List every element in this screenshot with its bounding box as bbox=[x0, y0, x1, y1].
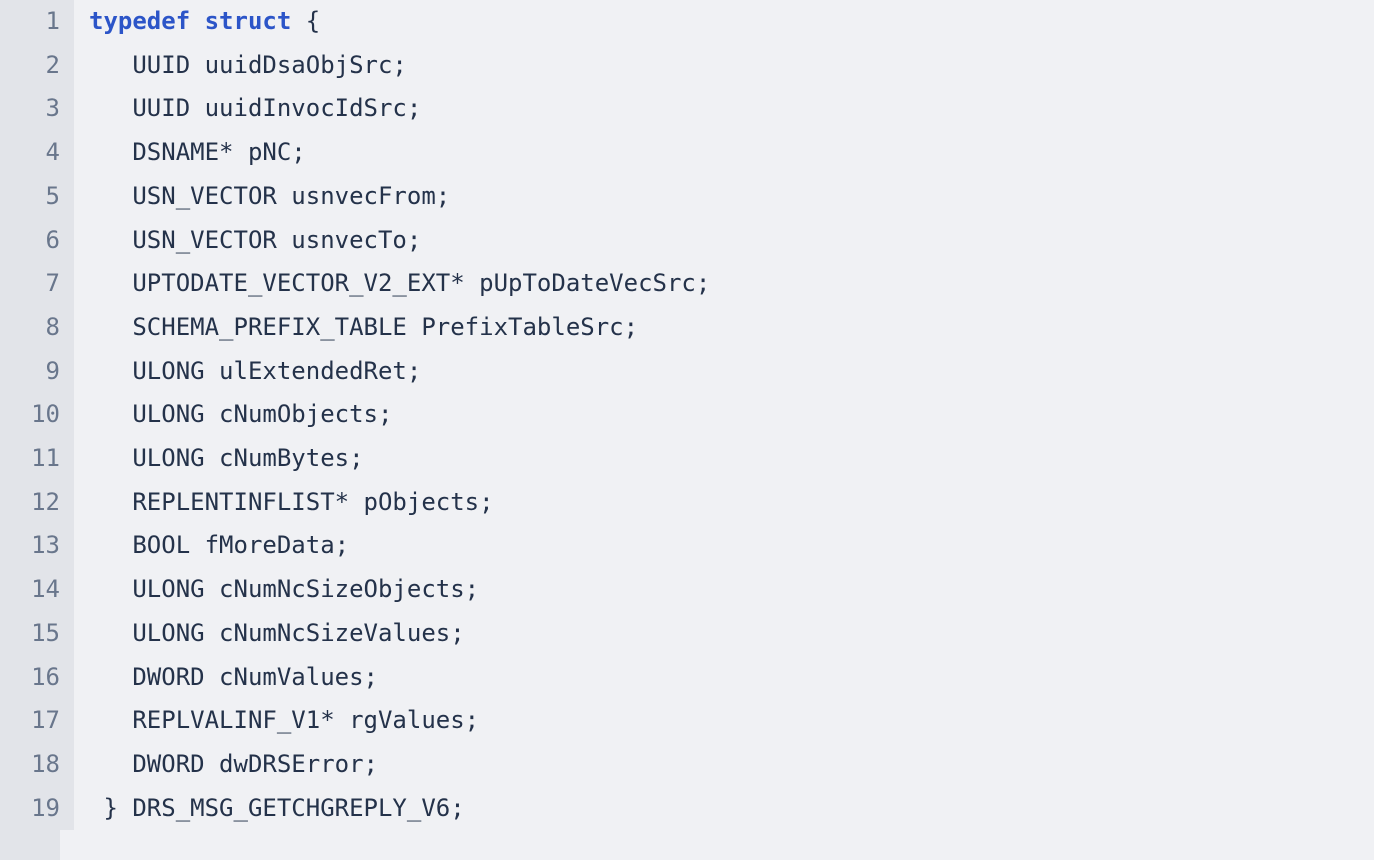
code-line: 9 ULONG ulExtendedRet; bbox=[0, 349, 1374, 394]
code-line: 10 ULONG cNumObjects; bbox=[0, 393, 1374, 438]
code-line: 2 UUID uuidDsaObjSrc; bbox=[0, 43, 1374, 88]
code-line-content[interactable]: USN_VECTOR usnvecTo; bbox=[74, 218, 1374, 263]
code-line-content[interactable]: UUID uuidDsaObjSrc; bbox=[74, 43, 1374, 88]
code-line: 15 ULONG cNumNcSizeValues; bbox=[0, 611, 1374, 656]
code-line-content[interactable]: SCHEMA_PREFIX_TABLE PrefixTableSrc; bbox=[74, 305, 1374, 350]
code-line: 5 USN_VECTOR usnvecFrom; bbox=[0, 174, 1374, 219]
code-text: USN_VECTOR usnvecFrom; bbox=[89, 181, 451, 210]
code-line: 13 BOOL fMoreData; bbox=[0, 524, 1374, 569]
code-line-content[interactable]: ULONG cNumBytes; bbox=[74, 437, 1374, 481]
code-text: BOOL fMoreData; bbox=[89, 531, 350, 560]
code-line-content[interactable]: ULONG ulExtendedRet; bbox=[74, 349, 1374, 394]
code-line: 8 SCHEMA_PREFIX_TABLE PrefixTableSrc; bbox=[0, 305, 1374, 350]
line-number: 15 bbox=[0, 611, 74, 656]
line-number: 5 bbox=[0, 174, 74, 219]
line-number: 11 bbox=[0, 437, 74, 481]
line-number: 13 bbox=[0, 524, 74, 569]
line-number: 19 bbox=[0, 786, 74, 831]
line-number: 6 bbox=[0, 218, 74, 263]
code-text: } DRS_MSG_GETCHGREPLY_V6; bbox=[89, 793, 465, 822]
code-line: 14 ULONG cNumNcSizeObjects; bbox=[0, 568, 1374, 612]
line-number: 8 bbox=[0, 305, 74, 350]
code-line: 18 DWORD dwDRSError; bbox=[0, 742, 1374, 787]
code-line: 11 ULONG cNumBytes; bbox=[0, 437, 1374, 481]
line-number: 18 bbox=[0, 742, 74, 787]
line-number: 3 bbox=[0, 87, 74, 132]
line-number: 17 bbox=[0, 699, 74, 743]
code-line: 19 } DRS_MSG_GETCHGREPLY_V6; bbox=[0, 786, 1374, 831]
code-text: UUID uuidDsaObjSrc; bbox=[89, 50, 407, 79]
code-line-content[interactable]: ULONG cNumNcSizeObjects; bbox=[74, 568, 1374, 612]
code-line-content[interactable]: USN_VECTOR usnvecFrom; bbox=[74, 174, 1374, 219]
line-number: 10 bbox=[0, 393, 74, 438]
code-line-content[interactable]: UUID uuidInvocIdSrc; bbox=[74, 87, 1374, 132]
code-line: 17 REPLVALINF_V1* rgValues; bbox=[0, 699, 1374, 743]
code-text: ULONG cNumObjects; bbox=[89, 400, 393, 429]
code-text: ULONG cNumBytes; bbox=[89, 444, 364, 473]
line-number: 16 bbox=[0, 655, 74, 700]
line-number: 9 bbox=[0, 349, 74, 394]
line-number: 1 bbox=[0, 0, 74, 44]
code-line: 7 UPTODATE_VECTOR_V2_EXT* pUpToDateVecSr… bbox=[0, 262, 1374, 306]
code-text: UPTODATE_VECTOR_V2_EXT* pUpToDateVecSrc; bbox=[89, 269, 711, 298]
code-text: REPLVALINF_V1* rgValues; bbox=[89, 706, 480, 735]
code-line-content[interactable]: ULONG cNumObjects; bbox=[74, 393, 1374, 438]
code-text: USN_VECTOR usnvecTo; bbox=[89, 225, 422, 254]
line-number: 2 bbox=[0, 43, 74, 88]
code-text: ULONG cNumNcSizeValues; bbox=[89, 618, 465, 647]
code-line-content[interactable]: typedef struct { bbox=[74, 0, 1374, 44]
code-line-content[interactable]: ULONG cNumNcSizeValues; bbox=[74, 611, 1374, 656]
code-line-content[interactable]: BOOL fMoreData; bbox=[74, 524, 1374, 569]
code-text: SCHEMA_PREFIX_TABLE PrefixTableSrc; bbox=[89, 312, 639, 341]
line-number: 12 bbox=[0, 480, 74, 525]
code-line-content[interactable]: DWORD dwDRSError; bbox=[74, 742, 1374, 787]
line-number: 7 bbox=[0, 262, 74, 306]
code-text: ULONG cNumNcSizeObjects; bbox=[89, 575, 480, 604]
code-line: 16 DWORD cNumValues; bbox=[0, 655, 1374, 700]
code-line: 6 USN_VECTOR usnvecTo; bbox=[0, 218, 1374, 263]
code-line: 3 UUID uuidInvocIdSrc; bbox=[0, 87, 1374, 132]
code-text: ULONG ulExtendedRet; bbox=[89, 356, 422, 385]
code-text: DWORD cNumValues; bbox=[89, 662, 378, 691]
code-keyword: typedef struct bbox=[89, 7, 292, 35]
line-number: 14 bbox=[0, 568, 74, 612]
code-line-content[interactable]: UPTODATE_VECTOR_V2_EXT* pUpToDateVecSrc; bbox=[74, 262, 1374, 306]
code-text: UUID uuidInvocIdSrc; bbox=[89, 94, 422, 123]
line-number: 4 bbox=[0, 131, 74, 175]
code-line-content[interactable]: REPLVALINF_V1* rgValues; bbox=[74, 699, 1374, 743]
code-line: 12 REPLENTINFLIST* pObjects; bbox=[0, 480, 1374, 525]
code-line-content[interactable]: DSNAME* pNC; bbox=[74, 131, 1374, 175]
code-line-content[interactable]: REPLENTINFLIST* pObjects; bbox=[74, 480, 1374, 525]
code-line: 4 DSNAME* pNC; bbox=[0, 131, 1374, 175]
code-text: DSNAME* pNC; bbox=[89, 138, 306, 167]
code-text: REPLENTINFLIST* pObjects; bbox=[89, 487, 494, 516]
code-text: DWORD dwDRSError; bbox=[89, 749, 378, 778]
code-line-content[interactable]: } DRS_MSG_GETCHGREPLY_V6; bbox=[74, 786, 1374, 831]
code-text: { bbox=[291, 7, 321, 35]
code-line-content[interactable]: DWORD cNumValues; bbox=[74, 655, 1374, 700]
